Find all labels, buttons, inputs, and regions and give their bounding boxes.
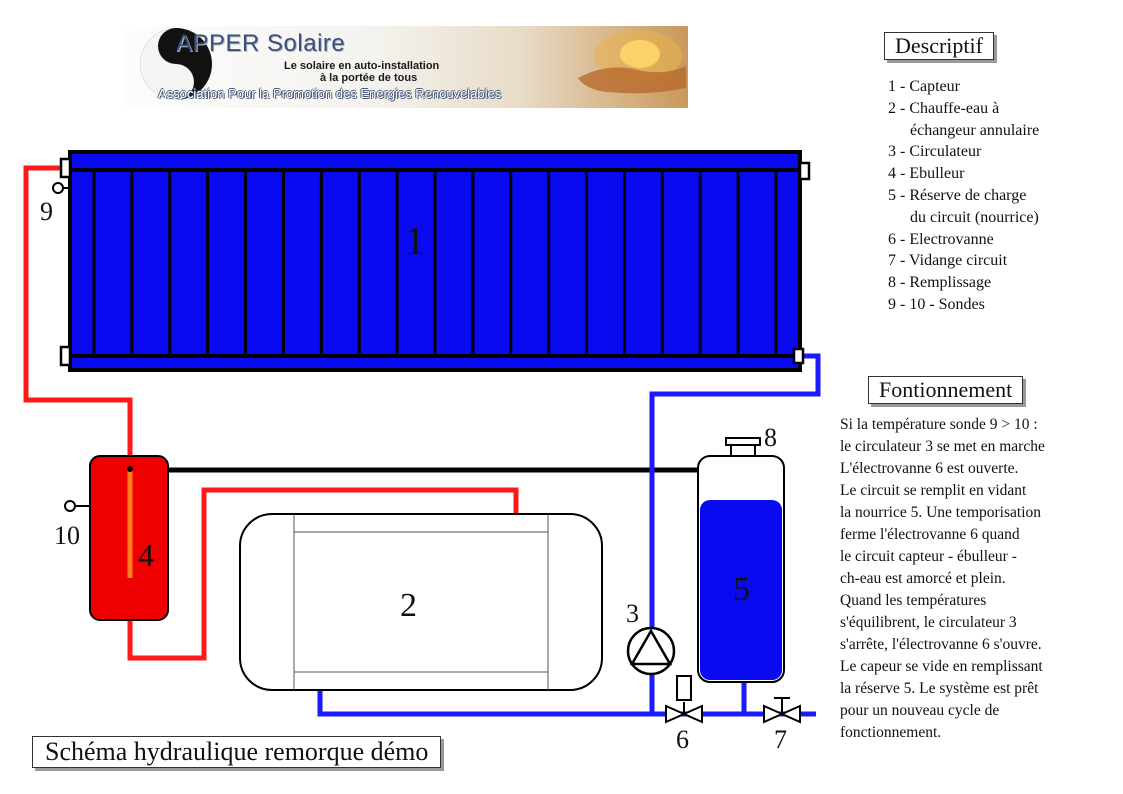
chauffe-eau [239,513,603,691]
fonctionnement-line: L'électrovanne 6 est ouverte. [840,460,1019,477]
descriptif-item: échangeur annulaire [910,121,1040,139]
fonctionnement-line: Le circuit se remplit en vidant [840,482,1027,499]
collector-fitting-top-right [798,161,811,181]
fonctionnement-line: Quand les températures [840,592,987,609]
descriptif-item: 6 - Electrovanne [888,230,994,248]
fonctionnement-title: Fontionnement [868,376,1024,404]
logo-subtitle-line2: à la portée de tous [320,72,418,84]
descriptif-item: 2 - Chauffe-eau à [888,99,1000,117]
solar-collector [59,150,811,372]
label-reserve: 5 [733,571,750,608]
collector-fitting-bottom-right [792,347,805,365]
vidange-valve [763,697,801,724]
sonde-10 [64,500,90,512]
descriptif-item: 4 - Ebulleur [888,165,965,183]
cold-pipe-collector-circulator [649,353,821,628]
fonctionnement-line: la nourrice 5. Une temporisation [840,504,1042,521]
remplissage-cap [725,437,761,446]
label-electrovanne: 6 [676,725,689,754]
pipes [23,165,821,717]
sonde-9 [52,182,72,194]
cold-pipe-bottom-run [317,688,816,717]
fonctionnement-line: s'équilibrent, le circulateur 3 [840,614,1017,631]
fonctionnement-line: s'arrête, l'électrovanne 6 s'ouvre. [840,636,1042,653]
descriptif-item: 5 - Réserve de charge [888,186,1027,204]
label-sonde-9: 9 [40,197,53,226]
fonctionnement-line: le circulateur 3 se met en marche [840,438,1045,455]
schema-title: Schéma hydraulique remorque démo [32,736,442,768]
descriptif-item: 7 - Vidange circuit [888,252,1008,270]
electrovanne [665,675,703,724]
reserve-nourrice [697,437,785,683]
hand-sun-icon [578,30,686,94]
collector-fitting-top-left [59,157,72,179]
label-circulateur: 3 [626,599,639,628]
descriptif-item: 3 - Circulateur [888,143,982,161]
logo-subtitle-line1: Le solaire en auto-installation [284,60,440,72]
descriptif-item: du circuit (nourrice) [910,208,1039,226]
electrovanne-solenoid [676,675,692,701]
fonctionnement-line: pour un nouveau cycle de [840,702,1000,719]
fonctionnement-text: Si la température sonde 9 > 10 : le circu… [840,414,1045,744]
descriptif-item: 9 - 10 - Sondes [888,295,985,313]
label-vidange: 7 [774,725,787,754]
fonctionnement-line: Si la température sonde 9 > 10 : [840,416,1038,433]
descriptif-item: 1 - Capteur [888,78,960,95]
fonctionnement-line: ch-eau est amorcé et plein. [840,570,1006,587]
hot-pipe-collector-ebulleur [23,165,133,458]
reserve-water [700,500,782,680]
ebulleur [89,455,169,621]
label-ebulleur: 4 [138,537,154,573]
descriptif-title: Descriptif [884,32,994,60]
descriptif-item: 8 - Remplissage [888,274,992,292]
label-capteur: 1 [405,218,425,263]
circulateur [626,626,676,676]
fonctionnement-line: ferme l'électrovanne 6 quand [840,526,1020,543]
fonctionnement-line: la réserve 5. Le système est prêt [840,680,1039,697]
fonctionnement-line: fonctionnement. [840,724,942,741]
yin-yang-icon [140,28,212,100]
fonctionnement-line: Le capeur se vide en remplissant [840,658,1043,675]
descriptif-list: 1 - Capteur 2 - Chauffe-eau à échangeur an… [888,76,1039,316]
label-sonde-10: 10 [54,521,80,550]
hot-pipe-ebulleur-chauffe-eau [127,487,519,661]
logo-association: Association Pour la Promotion des Energi… [158,86,502,101]
label-remplissage: 8 [764,423,777,452]
apper-logo: APPER Solaire Le solaire en auto-install… [124,26,688,108]
logo-title: APPER Solaire [176,30,346,57]
collector-fitting-bottom-left [59,345,72,367]
fonctionnement-line: le circuit capteur - ébulleur - [840,548,1017,565]
collector-tubes [92,170,778,356]
label-chauffe-eau: 2 [400,587,417,624]
